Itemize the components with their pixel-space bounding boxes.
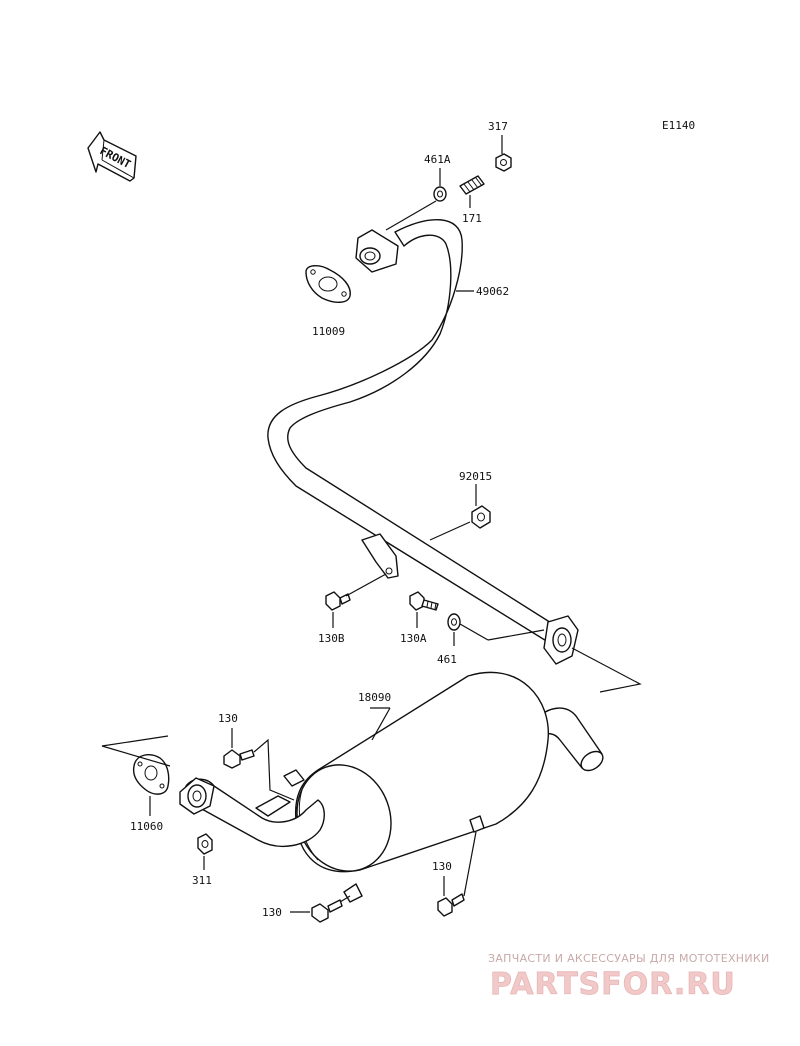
part-label-130a: 130A	[400, 632, 427, 645]
bolt-130b	[325, 591, 351, 611]
part-label-130b: 130B	[318, 632, 345, 645]
gasket-11009	[305, 265, 351, 303]
part-label-311: 311	[192, 874, 212, 887]
nut-317	[495, 153, 512, 172]
part-label-130-bottom-right: 130	[432, 860, 452, 873]
part-label-49062: 49062	[476, 285, 509, 298]
part-label-92015: 92015	[459, 470, 492, 483]
bolt-130a	[409, 591, 439, 611]
bolt-130-upper	[223, 749, 255, 769]
diagram-code: E1140	[662, 119, 695, 132]
bolt-130-bottom-left	[311, 899, 343, 923]
part-label-171: 171	[462, 212, 482, 225]
part-label-11060: 11060	[130, 820, 163, 833]
gasket-11060	[132, 754, 170, 795]
part-label-18090: 18090	[358, 691, 391, 704]
watermark-tagline: ЗАПЧАСТИ И АКСЕССУАРЫ ДЛЯ МОТОТЕХНИКИ	[488, 952, 770, 965]
part-label-317: 317	[488, 120, 508, 133]
bolt-130-bottom-right	[437, 893, 465, 917]
part-label-461: 461	[437, 653, 457, 666]
part-label-130-bottom-left: 130	[262, 906, 282, 919]
stud-171	[459, 175, 485, 195]
muffler-18090	[179, 671, 604, 903]
nut-92015	[471, 505, 491, 529]
exhaust-pipe-49062	[267, 219, 579, 665]
part-label-11009: 11009	[312, 325, 345, 338]
nut-311	[197, 833, 213, 855]
front-arrow-icon: FRONT	[87, 131, 137, 182]
washer-461a	[433, 186, 447, 202]
watermark-brand: PARTSFOR.RU	[490, 967, 736, 1002]
washer-461	[447, 613, 461, 631]
part-label-130-upper: 130	[218, 712, 238, 725]
part-label-461a: 461A	[424, 153, 451, 166]
